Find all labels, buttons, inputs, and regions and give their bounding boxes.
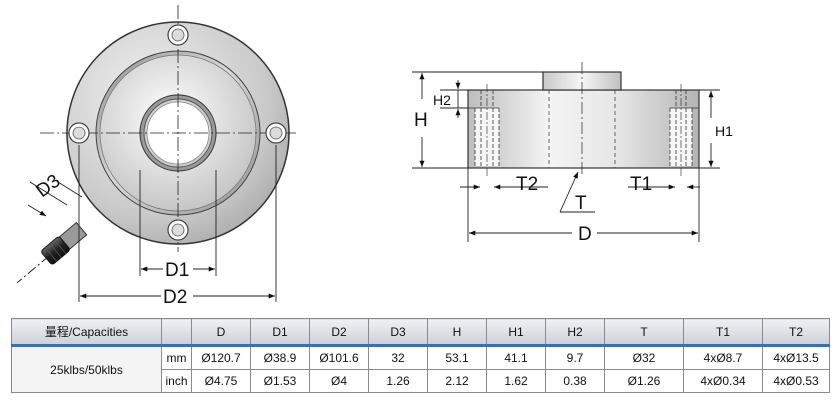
technical-drawing: D3 D1 D2 bbox=[16, 5, 733, 308]
mounting-hole-left bbox=[68, 122, 90, 144]
dim-label-d3: D3 bbox=[32, 171, 64, 202]
cable-connector bbox=[16, 221, 88, 284]
dim-label-d1: D1 bbox=[165, 260, 189, 281]
column-header: D2 bbox=[309, 318, 369, 347]
dim-label-t: T bbox=[575, 193, 587, 214]
table-cell: Ø120.7 bbox=[191, 345, 251, 370]
unit-cell: mm bbox=[161, 345, 192, 370]
table-cell: Ø4 bbox=[309, 369, 369, 393]
column-header: 量程/Capacities bbox=[11, 318, 162, 347]
mounting-hole-top bbox=[167, 24, 189, 46]
dim-label-t1: T1 bbox=[630, 174, 652, 195]
mounting-hole-right bbox=[265, 122, 287, 144]
column-header: T2 bbox=[762, 318, 830, 347]
table-cell: 9.7 bbox=[545, 345, 605, 370]
unit-cell: inch bbox=[161, 369, 192, 393]
side-view: H H2 H1 T2 T1 T D bbox=[412, 62, 733, 245]
spec-table: 量程/Capacities D D1 D2 D3 H H1 H2 T T1 T2… bbox=[11, 318, 830, 393]
column-header: D3 bbox=[368, 318, 428, 347]
table-cell: 0.38 bbox=[545, 369, 605, 393]
dim-label-h2: H2 bbox=[433, 92, 451, 108]
table-cell: Ø1.26 bbox=[604, 369, 684, 393]
column-header: T bbox=[604, 318, 684, 347]
table-row: 25klbs/50klbs mm Ø120.7 Ø38.9 Ø101.6 32 … bbox=[11, 345, 830, 393]
table-cell: 2.12 bbox=[427, 369, 487, 393]
dim-label-d2: D2 bbox=[163, 287, 187, 308]
dim-label-d: D bbox=[578, 224, 592, 245]
table-cell: 1.62 bbox=[486, 369, 546, 393]
table-cell: 41.1 bbox=[486, 345, 546, 370]
column-header: D1 bbox=[250, 318, 310, 347]
column-header: H2 bbox=[545, 318, 605, 347]
top-view: D3 D1 D2 bbox=[16, 5, 297, 308]
dim-label-h: H bbox=[414, 110, 428, 131]
table-cell: 4xØ8.7 bbox=[683, 345, 763, 370]
table-cell: 53.1 bbox=[427, 345, 487, 370]
table-cell: Ø32 bbox=[604, 345, 684, 370]
table-row: inch Ø4.75 Ø1.53 Ø4 1.26 2.12 1.62 0.38 … bbox=[12, 369, 830, 393]
table-cell: 4xØ13.5 bbox=[762, 345, 830, 370]
column-header: D bbox=[191, 318, 251, 347]
mounting-hole-bottom bbox=[167, 219, 189, 241]
dim-label-h1: H1 bbox=[715, 123, 733, 139]
table-cell: Ø4.75 bbox=[191, 369, 251, 393]
table-cell: 4xØ0.53 bbox=[762, 369, 830, 393]
table-header-row: 量程/Capacities D D1 D2 D3 H H1 H2 T T1 T2 bbox=[11, 318, 830, 347]
column-header: H bbox=[427, 318, 487, 347]
table-cell: Ø38.9 bbox=[250, 345, 310, 370]
dim-label-t2: T2 bbox=[516, 174, 538, 195]
column-header: H1 bbox=[486, 318, 546, 347]
table-cell: Ø1.53 bbox=[250, 369, 310, 393]
table-cell: 1.26 bbox=[368, 369, 428, 393]
table-cell: Ø101.6 bbox=[309, 345, 369, 370]
table-cell: 32 bbox=[368, 345, 428, 370]
column-header bbox=[161, 318, 192, 347]
table-cell: 4xØ0.34 bbox=[683, 369, 763, 393]
column-header: T1 bbox=[683, 318, 763, 347]
model-cell: 25klbs/50klbs bbox=[11, 345, 162, 393]
